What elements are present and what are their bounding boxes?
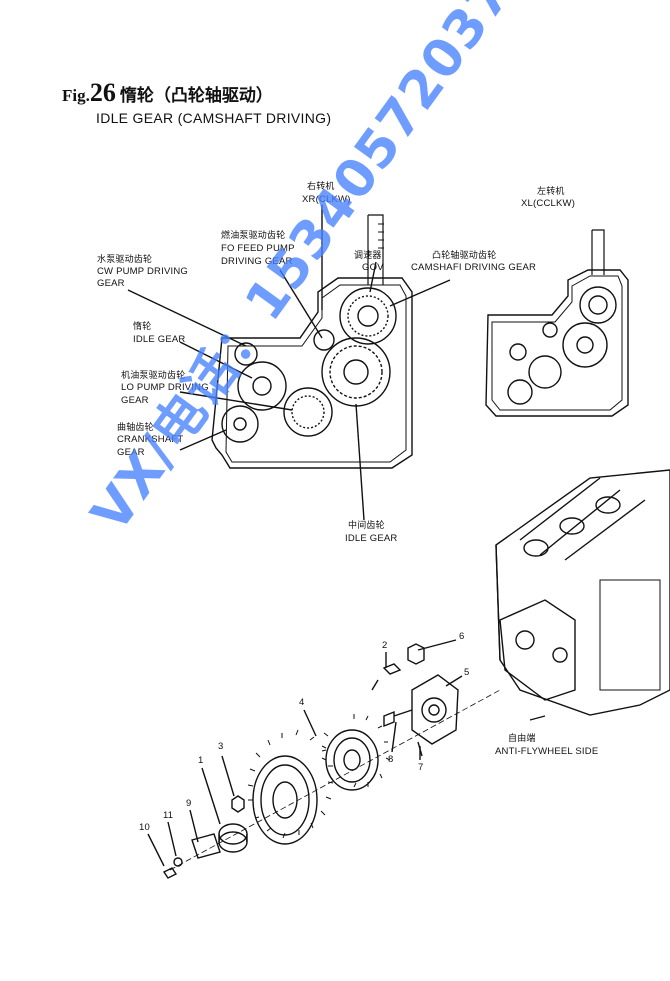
part-number-3: 3 (218, 741, 224, 752)
idle-gear (237, 361, 287, 411)
part-number-6: 6 (459, 631, 465, 642)
bushing-part-1 (218, 823, 248, 845)
middle-idle-gear (321, 337, 391, 407)
lo-pump-label-en1: LO PUMP DRIVING (121, 382, 209, 393)
middle-idle-label-en: IDLE GEAR (345, 533, 398, 544)
cylinder-block (495, 469, 670, 716)
part-number-4: 4 (299, 697, 305, 708)
crankshaft-label-en1: CRANKSHAFT (117, 434, 184, 445)
part-number-11: 11 (163, 810, 174, 821)
cw-pump-label-cn: 水泵驱动齿轮 (97, 255, 153, 265)
crankshaft-gear (221, 405, 259, 443)
figure-title-en: IDLE GEAR (CAMSHAFT DRIVING) (96, 110, 332, 126)
crankshaft-label-en2: GEAR (117, 447, 145, 458)
left-rotation-label-cn: 左转机 (537, 187, 565, 197)
figure-number: 26 (89, 78, 116, 107)
gear-case-outline-left (485, 269, 629, 417)
fo-feed-label-cn: 燃油泵驱动齿轮 (221, 231, 286, 241)
idle-gear-part (252, 755, 318, 845)
part-number-10: 10 (139, 822, 150, 833)
part-number-1: 1 (198, 755, 204, 766)
lo-pump-label-en2: GEAR (121, 395, 149, 406)
anti-flywheel-label-en: ANTI-FLYWHEEL SIDE (495, 746, 599, 757)
part-number-8: 8 (388, 754, 394, 765)
fo-feed-label-en1: FO FEED PUMP (221, 243, 295, 254)
figure-title-cn: 惰轮（凸轮轴驱动） (119, 86, 273, 105)
idle-gear-label-en: IDLE GEAR (133, 334, 186, 345)
housing-part-5 (411, 674, 459, 745)
part-number-7: 7 (418, 762, 424, 773)
idle-gear-label-cn: 惰轮 (133, 322, 152, 332)
part-number-2: 2 (382, 640, 388, 651)
governor-label-cn: 调速器 (354, 251, 382, 261)
part-number-5: 5 (464, 667, 470, 678)
right-rotation-label-cn: 右转机 (307, 182, 335, 192)
camshaft-label-cn: 凸轮轴驱动齿轮 (432, 251, 497, 261)
fo-feed-gear (313, 329, 335, 351)
part-number-9: 9 (186, 798, 192, 809)
middle-idle-label-cn: 中间齿轮 (348, 521, 385, 531)
cw-pump-label-en1: CW PUMP DRIVING (97, 266, 188, 277)
left-rotation-label-en: XL(CCLKW) (521, 198, 576, 209)
camshaft-gear (339, 287, 397, 345)
camshaft-label-en: CAMSHAFI DRIVING GEAR (411, 262, 537, 273)
fo-feed-label-en2: DRIVING GEAR (221, 256, 293, 267)
lo-pump-label-cn: 机油泵驱动齿轮 (121, 371, 186, 381)
lo-pump-gear (283, 387, 333, 437)
cw-pump-label-en2: GEAR (97, 278, 125, 289)
cw-pump-gear (234, 342, 258, 366)
crankshaft-label-cn: 曲轴齿轮 (117, 423, 154, 433)
right-rotation-label-en: XR(CLKW) (302, 194, 351, 205)
governor-label-en: GOV (362, 262, 384, 273)
anti-flywheel-label-cn: 自由端 (508, 734, 536, 744)
figure-prefix: Fig. (62, 86, 90, 105)
gear-case-outline-right (211, 277, 413, 469)
